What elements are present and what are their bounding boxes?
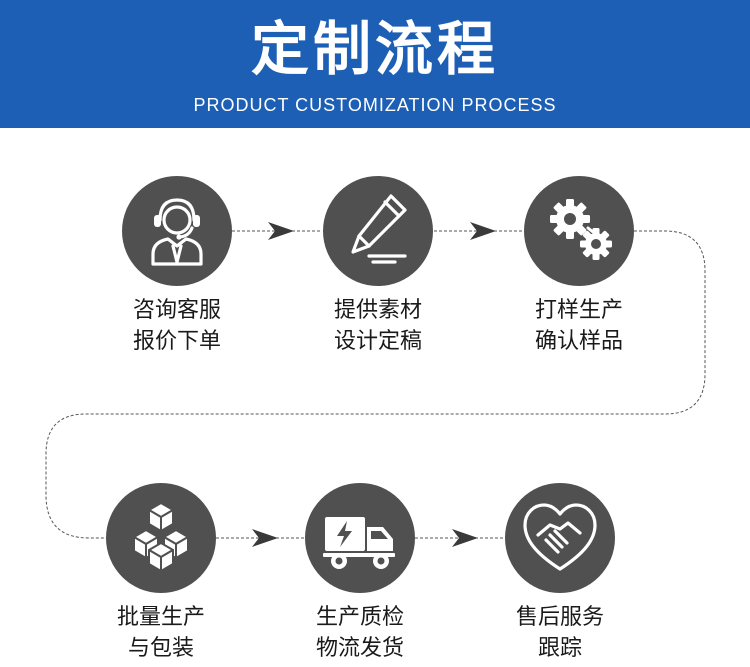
step-label-line1: 生产质检	[315, 605, 404, 630]
step-circle	[305, 483, 415, 593]
header-banner: 定制流程 PRODUCT CUSTOMIZATION PROCESS	[0, 0, 750, 128]
step-circle	[323, 176, 433, 286]
handshake-heart-icon	[523, 503, 597, 571]
step-label-line1: 提供素材	[333, 298, 422, 323]
step-label-line2: 物流发货	[315, 636, 404, 661]
arrow-4-5	[252, 529, 278, 547]
step-label-line2: 与包装	[127, 636, 194, 661]
step-label: 打样生产 确认样品	[479, 295, 679, 357]
step-label: 售后服务 跟踪	[460, 602, 660, 664]
step-label: 咨询客服 报价下单	[77, 295, 277, 357]
gears-icon	[550, 199, 612, 260]
step-label-line2: 设计定稿	[333, 329, 422, 354]
pen-icon	[351, 194, 407, 264]
step-label-line1: 打样生产	[534, 298, 623, 323]
step-label: 生产质检 物流发货	[260, 602, 460, 664]
step-label-line2: 报价下单	[132, 329, 221, 354]
step-circle	[505, 483, 615, 593]
customer-service-icon	[151, 198, 203, 266]
boxes-icon	[133, 502, 189, 572]
connector-3-4	[45, 230, 706, 539]
step-label-line1: 批量生产	[116, 605, 205, 630]
arrow-2-3	[470, 222, 496, 240]
step-circle	[106, 483, 216, 593]
step-label: 提供素材 设计定稿	[278, 295, 478, 357]
arrow-1-2	[268, 222, 294, 240]
page-subtitle: PRODUCT CUSTOMIZATION PROCESS	[193, 95, 557, 115]
page-title: 定制流程	[250, 15, 499, 83]
arrow-5-6	[452, 529, 478, 547]
step-circle	[122, 176, 232, 286]
step-label-line2: 确认样品	[534, 329, 623, 354]
step-label-line1: 售后服务	[515, 605, 604, 630]
step-label-line1: 咨询客服	[132, 298, 221, 323]
truck-icon	[323, 517, 395, 569]
step-label-line2: 跟踪	[537, 636, 582, 661]
step-circle	[524, 176, 634, 286]
step-label: 批量生产 与包装	[61, 602, 261, 664]
